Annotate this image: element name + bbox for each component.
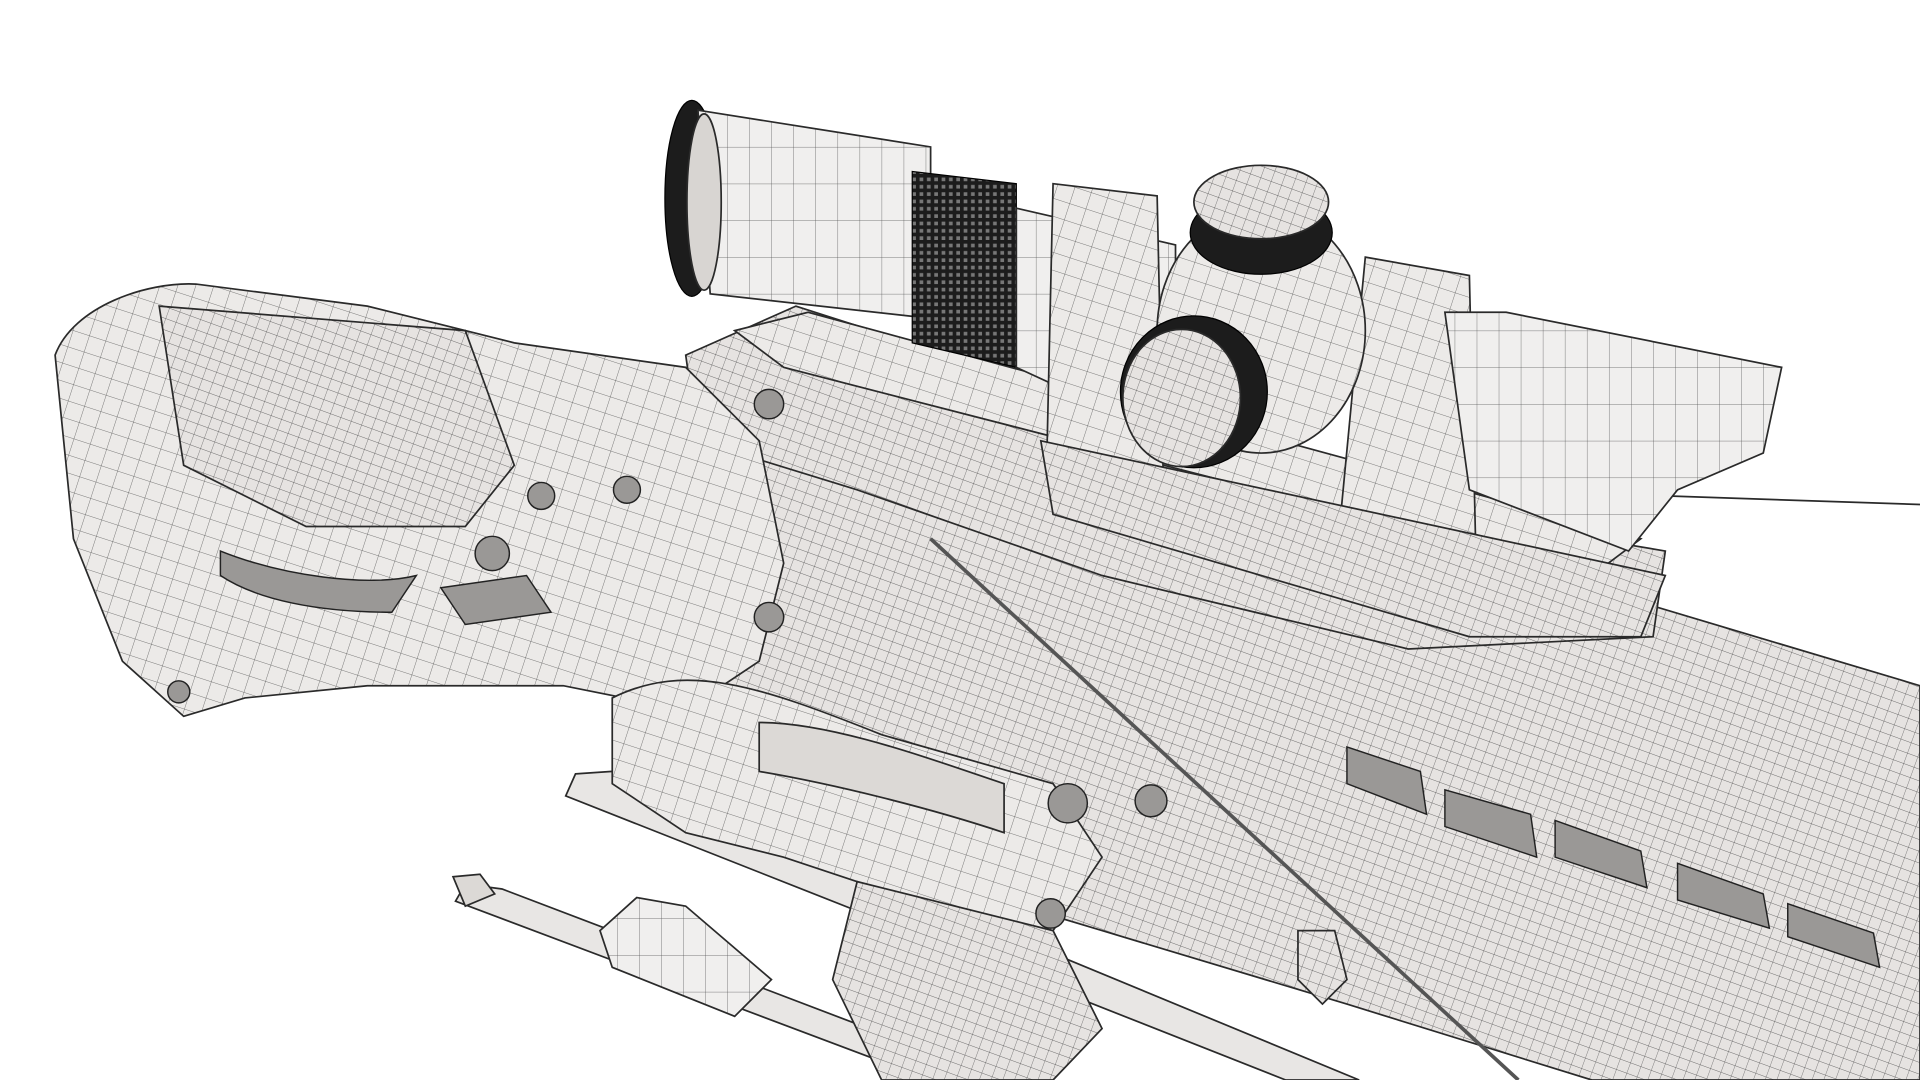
rail-mount [1039, 439, 1667, 638]
knurl-ring [911, 170, 1017, 369]
grip [611, 679, 1348, 1080]
bow-string [929, 537, 1520, 1080]
stock [54, 283, 785, 718]
bolts [167, 388, 1168, 929]
scope [664, 99, 1783, 553]
barrel-slots [1346, 745, 1881, 969]
